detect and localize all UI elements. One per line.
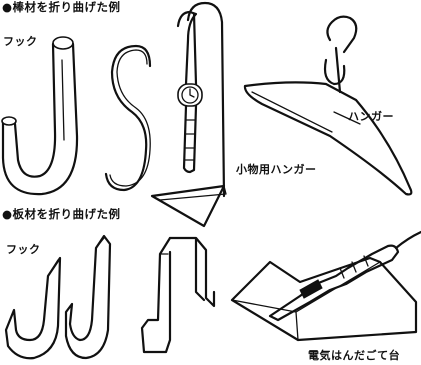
plate-hook-3-drawing [140, 236, 216, 354]
clothes-hanger-drawing [243, 15, 413, 196]
plate-hook-1-drawing [4, 256, 62, 360]
label-plate-hook: フック [6, 243, 41, 256]
section-heading-bent-bar: ●棒材を折り曲げた例 [2, 0, 121, 14]
plate-hook-2-drawing [64, 234, 112, 360]
bar-j-hook-drawing [1, 36, 79, 196]
label-soldering-iron-stand: 電気はんだごて台 [308, 349, 401, 362]
bar-s-hook-drawing [104, 44, 152, 192]
label-hanger: ハンガー [348, 110, 394, 123]
section-heading-bent-plate: ●板材を折り曲げた例 [2, 207, 121, 221]
small-article-hanger-drawing [150, 1, 227, 228]
label-bar-hook: フック [3, 35, 38, 48]
label-small-article-hanger: 小物用ハンガー [236, 163, 317, 176]
soldering-iron-stand-drawing [230, 230, 421, 342]
